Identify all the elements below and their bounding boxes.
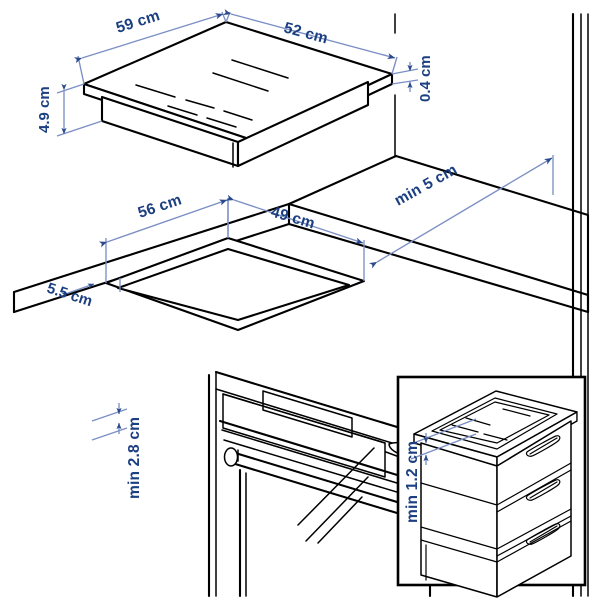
dimension-wall-clearance: min 5 cm: [369, 155, 554, 269]
worktop-cutout: [104, 236, 366, 332]
hob-burner-markings: [135, 59, 289, 128]
dimension-label-04cm: 0.4 cm: [417, 55, 434, 102]
drawer-handle-top[interactable]: [526, 436, 559, 457]
oven-door-glass: [297, 447, 375, 544]
drawer-handle-bottom[interactable]: [526, 524, 559, 545]
dimension-drawer-clearance: min 1.2 cm: [404, 419, 476, 523]
dimension-label-min12cm: min 1.2 cm: [404, 441, 421, 523]
dimension-label-55cm: 5.5 cm: [45, 280, 95, 311]
cooktop-hob: [82, 20, 394, 168]
dimension-label-49cm: 4.9 cm: [36, 86, 53, 133]
dimension-label-min28cm: min 2.8 cm: [126, 417, 143, 499]
dimension-label-min5cm: min 5 cm: [392, 161, 460, 209]
dimension-lip-thickness: 0.4 cm: [391, 55, 434, 102]
dimension-body-height: 4.9 cm: [36, 83, 103, 137]
drawer-handle-middle[interactable]: [526, 480, 559, 501]
dimension-label-59cm: 59 cm: [114, 7, 162, 37]
drawer-cabinet-detail: min 1.2 cm: [396, 375, 587, 597]
dimension-under-worktop: min 2.8 cm: [91, 403, 143, 499]
